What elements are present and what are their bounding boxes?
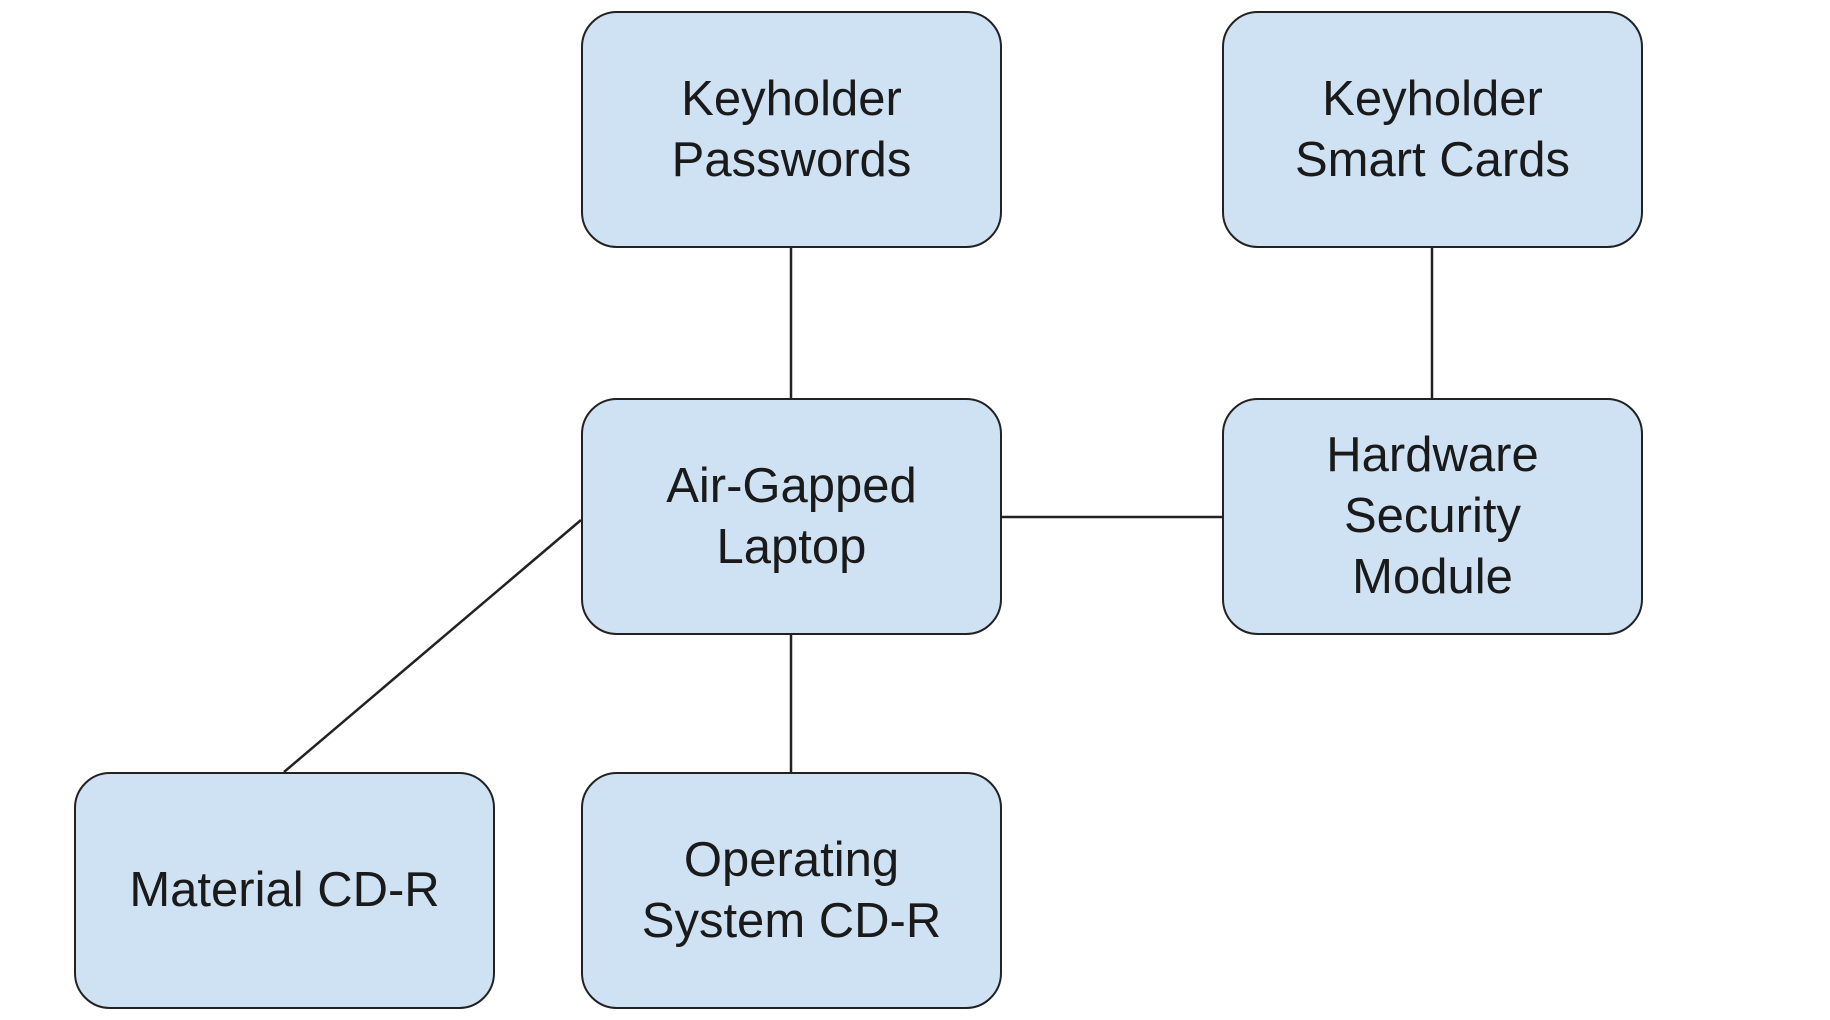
node-hardware-security-module: Hardware Security Module: [1222, 398, 1643, 635]
node-air-gapped-laptop: Air-Gapped Laptop: [581, 398, 1002, 635]
node-keyholder-passwords: Keyholder Passwords: [581, 11, 1002, 248]
node-operating-system-cd-r: Operating System CD-R: [581, 772, 1002, 1009]
node-keyholder-smart-cards: Keyholder Smart Cards: [1222, 11, 1643, 248]
edge-laptop-to-material: [283, 519, 582, 773]
node-material-cd-r: Material CD-R: [74, 772, 495, 1009]
